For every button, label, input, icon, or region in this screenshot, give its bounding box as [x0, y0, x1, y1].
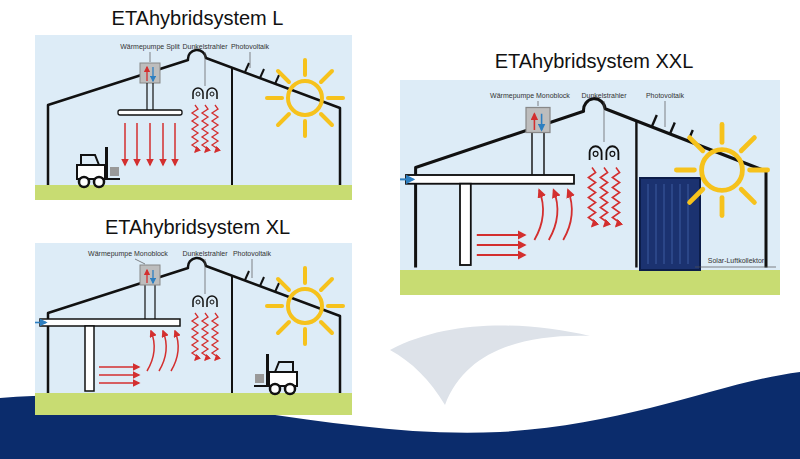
panel-title: ETAhybridsystem XXL [400, 48, 788, 74]
callout-label: Photovoltaik [233, 249, 271, 258]
panel-title: ETAhybridsystem L [35, 5, 360, 31]
swoosh [390, 326, 590, 405]
system-panel: ETAhybridsystem XL [35, 214, 360, 240]
callout-label: Photovoltaik [231, 42, 269, 51]
callout-label: Photovoltaik [646, 91, 684, 100]
callout-label: Wärmepumpe Split [120, 42, 180, 51]
callout-label: Wärmepumpe Monoblock [490, 91, 570, 100]
callout-label: Dunkelstrahler [182, 249, 227, 258]
system-panel: ETAhybridsystem L [35, 5, 360, 31]
panel-l-art [35, 35, 352, 200]
system-panel: ETAhybridsystem XXL [400, 48, 788, 74]
callout-label: Dunkelstrahler [182, 42, 227, 51]
panel-title: ETAhybridsystem XL [35, 214, 360, 240]
panel-xl-art [35, 243, 352, 415]
callout-label: Wärmepumpe Monoblock [88, 249, 168, 258]
solar-collector [640, 178, 700, 270]
panel-xxl-art [400, 80, 780, 295]
callout-label: Dunkelstrahler [581, 91, 626, 100]
callout-label: Solar-Luftkollektor [708, 256, 764, 265]
